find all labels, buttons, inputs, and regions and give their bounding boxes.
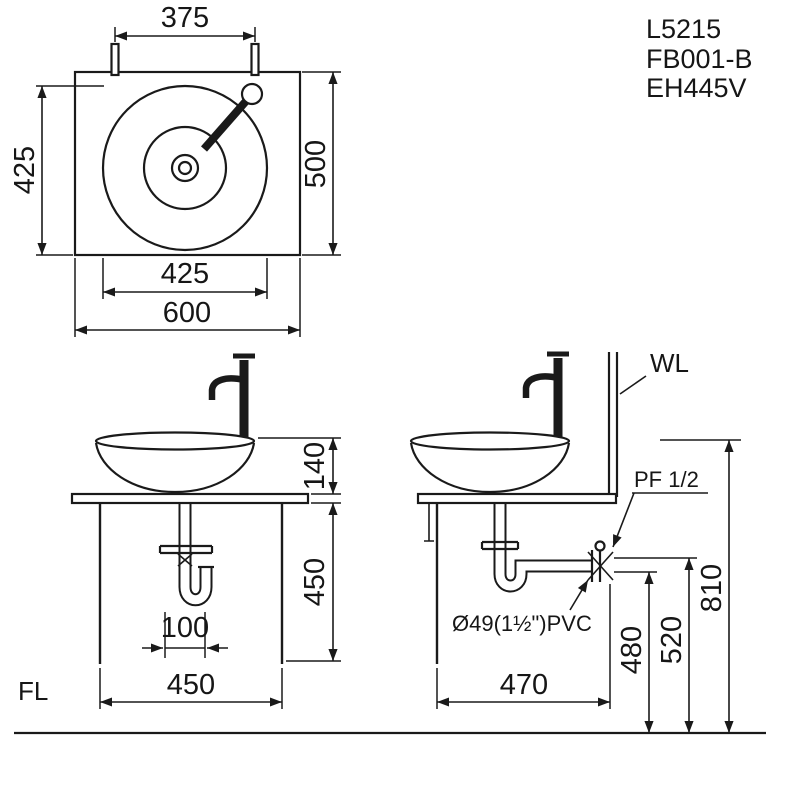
- wall-drain-fitting: [587, 540, 614, 582]
- dim-basin-depth: 425: [9, 85, 104, 256]
- right-hanger-bolt: [250, 42, 260, 77]
- faucet-spout-front: [208, 375, 245, 400]
- wall-line-label: WL: [650, 348, 689, 378]
- dim-basin-width: 425: [102, 258, 268, 299]
- dim-stand-width: 450: [99, 668, 283, 709]
- dim-label-470: 470: [500, 669, 548, 701]
- dim-rim-height: 810: [660, 439, 741, 733]
- vessel-basin-front: [94, 431, 256, 494]
- faucet-spout-side: [522, 373, 559, 398]
- front-elevation-view: 140 450 100 450: [70, 353, 341, 709]
- faucet-spout-top: [200, 97, 251, 152]
- drain-center-circle: [177, 160, 193, 176]
- mounting-collar-front: [158, 544, 214, 555]
- dim-stand-depth: 470: [436, 584, 611, 709]
- dim-label-450-bottom: 450: [167, 669, 215, 701]
- basin-inner-circle: [142, 125, 228, 211]
- floor-line-label: FL: [18, 676, 48, 706]
- left-hanger-bolt: [110, 42, 120, 77]
- dim-label-600: 600: [163, 297, 211, 329]
- drain-circle: [170, 153, 200, 183]
- dim-label-375: 375: [161, 2, 209, 34]
- wall-line-callout: WL: [619, 348, 689, 395]
- dim-counter-depth: 500: [300, 71, 341, 256]
- dim-label-425-bottom: 425: [161, 258, 209, 290]
- dim-supply-height: 520: [614, 557, 697, 733]
- side-elevation-view: WL PF 1/2 Ø49(1½")PVC 480 520 810 470: [409, 348, 741, 733]
- dim-label-520: 520: [656, 616, 688, 664]
- drain-pipe-callout: Ø49(1½")PVC: [452, 579, 592, 636]
- faucet-front-view: [208, 353, 255, 438]
- dim-label-425-left: 425: [9, 146, 41, 194]
- vessel-basin-side: [409, 431, 571, 494]
- drain-pipe-label: Ø49(1½")PVC: [452, 611, 592, 636]
- counter-bracket: [424, 503, 434, 542]
- drain-trap-side: [480, 500, 593, 593]
- faucet-handle-top: [240, 82, 264, 106]
- dim-label-100: 100: [161, 612, 209, 644]
- dim-label-500: 500: [300, 140, 332, 188]
- counter-slab-front: [70, 492, 310, 505]
- dim-trap-offset: 100: [142, 612, 228, 658]
- faucet-top-view: [200, 82, 264, 152]
- dim-stand-height: 450: [286, 502, 341, 662]
- dim-label-480: 480: [616, 626, 648, 674]
- dim-faucet-hole-spacing: 375: [114, 2, 256, 42]
- dim-label-140: 140: [299, 442, 331, 490]
- supply-fitting-callout: PF 1/2: [612, 467, 708, 548]
- top-plan-view: 375 425 500 425 600: [9, 2, 341, 337]
- counter-slab-side: [416, 492, 618, 505]
- model-numbers: L5215 FB001-B EH445V: [646, 14, 753, 103]
- dim-drain-outlet-height: 480: [614, 571, 657, 733]
- model-number-1: L5215: [646, 14, 721, 44]
- dim-basin-height: 140: [258, 437, 341, 495]
- wall-line: [607, 352, 619, 497]
- supply-fitting-label: PF 1/2: [634, 467, 699, 492]
- dim-label-450-side: 450: [299, 558, 331, 606]
- floor-reference: FL: [14, 676, 766, 735]
- mounting-collar-side: [480, 540, 520, 551]
- dim-label-810: 810: [696, 564, 728, 612]
- dim-counter-width: 600: [74, 258, 301, 337]
- drain-trap-front: [158, 500, 214, 607]
- model-number-2: FB001-B: [646, 44, 753, 74]
- faucet-side-view: [522, 351, 569, 438]
- model-number-3: EH445V: [646, 73, 747, 103]
